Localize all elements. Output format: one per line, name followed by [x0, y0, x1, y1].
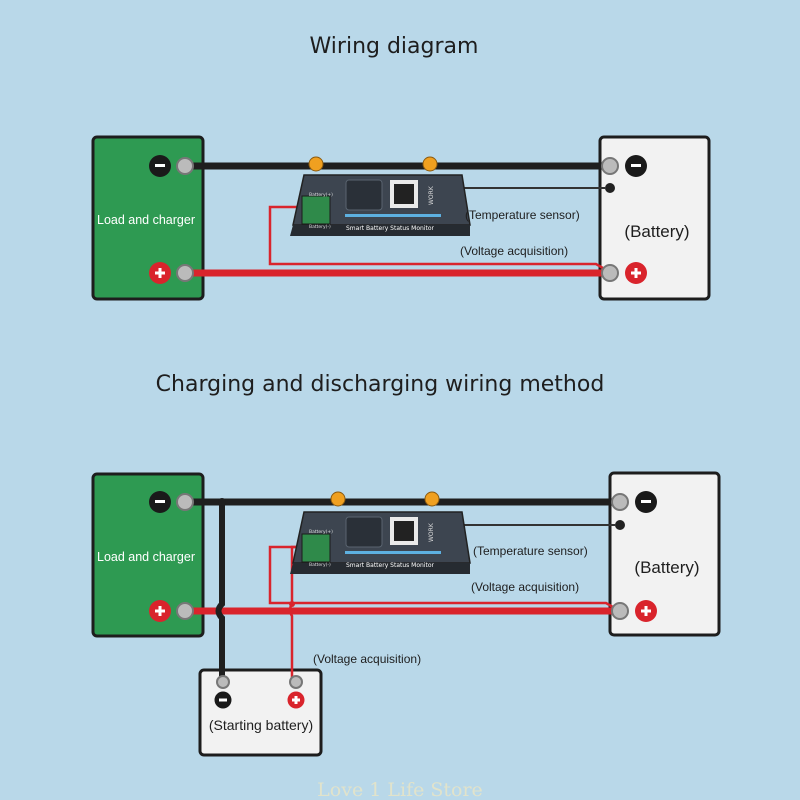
load-charger-box-2 [91, 472, 205, 638]
load-charger-box [91, 135, 205, 301]
watermark: Love 1 Life Store [317, 779, 483, 800]
battery-monitor-2 [290, 491, 471, 574]
wiring-diagram-title: Wiring diagram [309, 34, 479, 59]
monitor-side-label-2: WORK [428, 522, 435, 542]
monitor-port-minus-label-2: Battery(-) [309, 562, 331, 568]
monitor-name-label-2: Smart Battery Status Monitor [346, 562, 435, 569]
starting-battery-negative-wire [215, 502, 225, 680]
starting-battery-box [198, 668, 323, 757]
monitor-port-plus-label: Battery(+) [309, 192, 333, 198]
top-diagram: Smart Battery Status Monitor Battery(+) … [91, 135, 711, 301]
battery-monitor [290, 156, 471, 236]
bottom-diagram: Smart Battery Status Monitor Battery(+) … [91, 471, 721, 757]
charging-method-title: Charging and discharging wiring method [155, 372, 605, 397]
monitor-port-plus-label-2: Battery(+) [309, 529, 333, 535]
temperature-sensor-label: (Temperature sensor) [465, 208, 580, 222]
voltage-acquisition-label-3: (Voltage acquisition) [313, 652, 421, 666]
voltage-acquisition-label-2: (Voltage acquisition) [471, 580, 579, 594]
monitor-name-label: Smart Battery Status Monitor [346, 225, 435, 232]
load-charger-label-2: Load and charger [97, 550, 195, 564]
temperature-sensor-ring [605, 183, 615, 193]
battery-label-2: (Battery) [634, 558, 699, 577]
battery-box [598, 135, 711, 301]
monitor-side-label: WORK [428, 185, 435, 205]
battery-label: (Battery) [624, 222, 689, 241]
monitor-port-minus-label: Battery(-) [309, 224, 331, 230]
temperature-sensor-ring-2 [615, 520, 625, 530]
temperature-sensor-label-2: (Temperature sensor) [473, 544, 588, 558]
battery-box-2 [608, 471, 721, 637]
voltage-sense-wire-2 [268, 545, 619, 612]
voltage-sense-wire [268, 205, 609, 273]
load-charger-label: Load and charger [97, 213, 195, 227]
starting-battery-label: (Starting battery) [209, 717, 313, 733]
voltage-acquisition-label: (Voltage acquisition) [460, 244, 568, 258]
